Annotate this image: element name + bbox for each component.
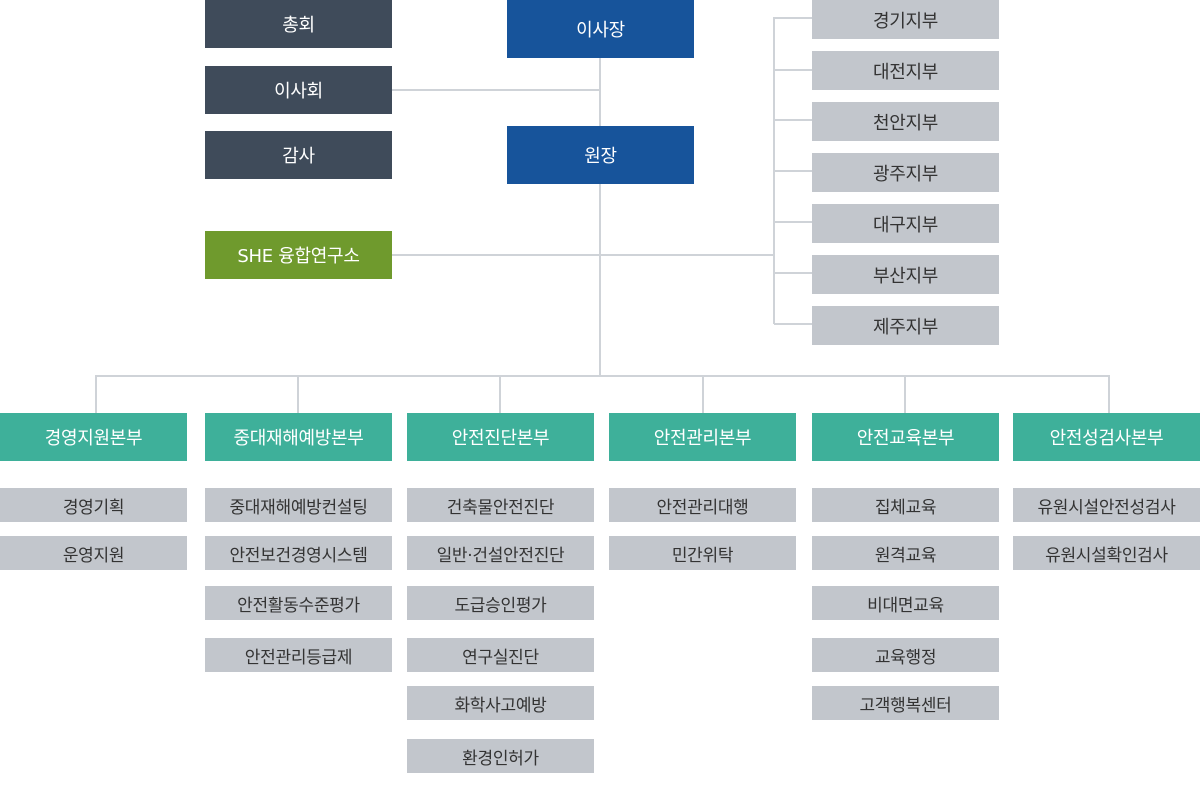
connector-branch-stub	[774, 170, 812, 172]
connector-branch-stub	[774, 272, 812, 274]
dept-box[interactable]: 고객행복센터	[812, 686, 999, 720]
connector-hq-drop	[95, 375, 97, 413]
dept-box[interactable]: 유원시설확인검사	[1013, 536, 1200, 570]
dept-box[interactable]: 안전활동수준평가	[205, 586, 392, 620]
hq-management-support[interactable]: 경영지원본부	[0, 413, 187, 461]
connector-branch-stub	[774, 119, 812, 121]
hq-safety-management[interactable]: 안전관리본부	[609, 413, 796, 461]
hq-safety-education[interactable]: 안전교육본부	[812, 413, 999, 461]
connector-branch-stub	[774, 323, 812, 325]
connector-board	[392, 89, 599, 91]
dept-box[interactable]: 환경인허가	[407, 739, 594, 773]
dept-box[interactable]: 안전보건경영시스템	[205, 536, 392, 570]
dept-box[interactable]: 비대면교육	[812, 586, 999, 620]
connector-branch-stub	[774, 221, 812, 223]
institute-box[interactable]: SHE 융합연구소	[205, 231, 392, 279]
connector-hq-bar	[95, 375, 1110, 377]
connector-hq-drop	[1108, 375, 1110, 413]
board-box[interactable]: 이사회	[205, 66, 392, 114]
dept-box[interactable]: 건축물안전진단	[407, 488, 594, 522]
branch-box[interactable]: 광주지부	[812, 153, 999, 192]
connector-branch-stub	[774, 17, 812, 19]
connector-hq-drop	[499, 375, 501, 413]
branch-box[interactable]: 제주지부	[812, 306, 999, 345]
chairman-box[interactable]: 이사장	[507, 0, 694, 58]
connector-hq-drop	[297, 375, 299, 413]
dept-box[interactable]: 원격교육	[812, 536, 999, 570]
connector-trunk	[599, 57, 601, 375]
dept-box[interactable]: 일반·건설안전진단	[407, 536, 594, 570]
dept-box[interactable]: 교육행정	[812, 638, 999, 672]
dept-box[interactable]: 집체교육	[812, 488, 999, 522]
hq-safety-inspection[interactable]: 안전성검사본부	[1013, 413, 1200, 461]
connector-hq-drop	[904, 375, 906, 413]
branch-box[interactable]: 경기지부	[812, 0, 999, 39]
dept-box[interactable]: 안전관리등급제	[205, 638, 392, 672]
dept-box[interactable]: 경영기획	[0, 488, 187, 522]
hq-safety-diagnosis[interactable]: 안전진단본부	[407, 413, 594, 461]
branch-box[interactable]: 대전지부	[812, 51, 999, 90]
connector-institute	[392, 254, 774, 256]
dept-box[interactable]: 민간위탁	[609, 536, 796, 570]
branch-box[interactable]: 천안지부	[812, 102, 999, 141]
director-box[interactable]: 원장	[507, 126, 694, 184]
dept-box[interactable]: 화학사고예방	[407, 686, 594, 720]
branch-box[interactable]: 대구지부	[812, 204, 999, 243]
dept-box[interactable]: 중대재해예방컨설팅	[205, 488, 392, 522]
dept-box[interactable]: 연구실진단	[407, 638, 594, 672]
dept-box[interactable]: 운영지원	[0, 536, 187, 570]
audit-box[interactable]: 감사	[205, 131, 392, 179]
dept-box[interactable]: 도급승인평가	[407, 586, 594, 620]
dept-box[interactable]: 유원시설안전성검사	[1013, 488, 1200, 522]
connector-branch-stub	[774, 69, 812, 71]
branch-box[interactable]: 부산지부	[812, 255, 999, 294]
connector-hq-drop	[702, 375, 704, 413]
general-meeting-box[interactable]: 총회	[205, 0, 392, 48]
hq-serious-accident-prevention[interactable]: 중대재해예방본부	[205, 413, 392, 461]
dept-box[interactable]: 안전관리대행	[609, 488, 796, 522]
